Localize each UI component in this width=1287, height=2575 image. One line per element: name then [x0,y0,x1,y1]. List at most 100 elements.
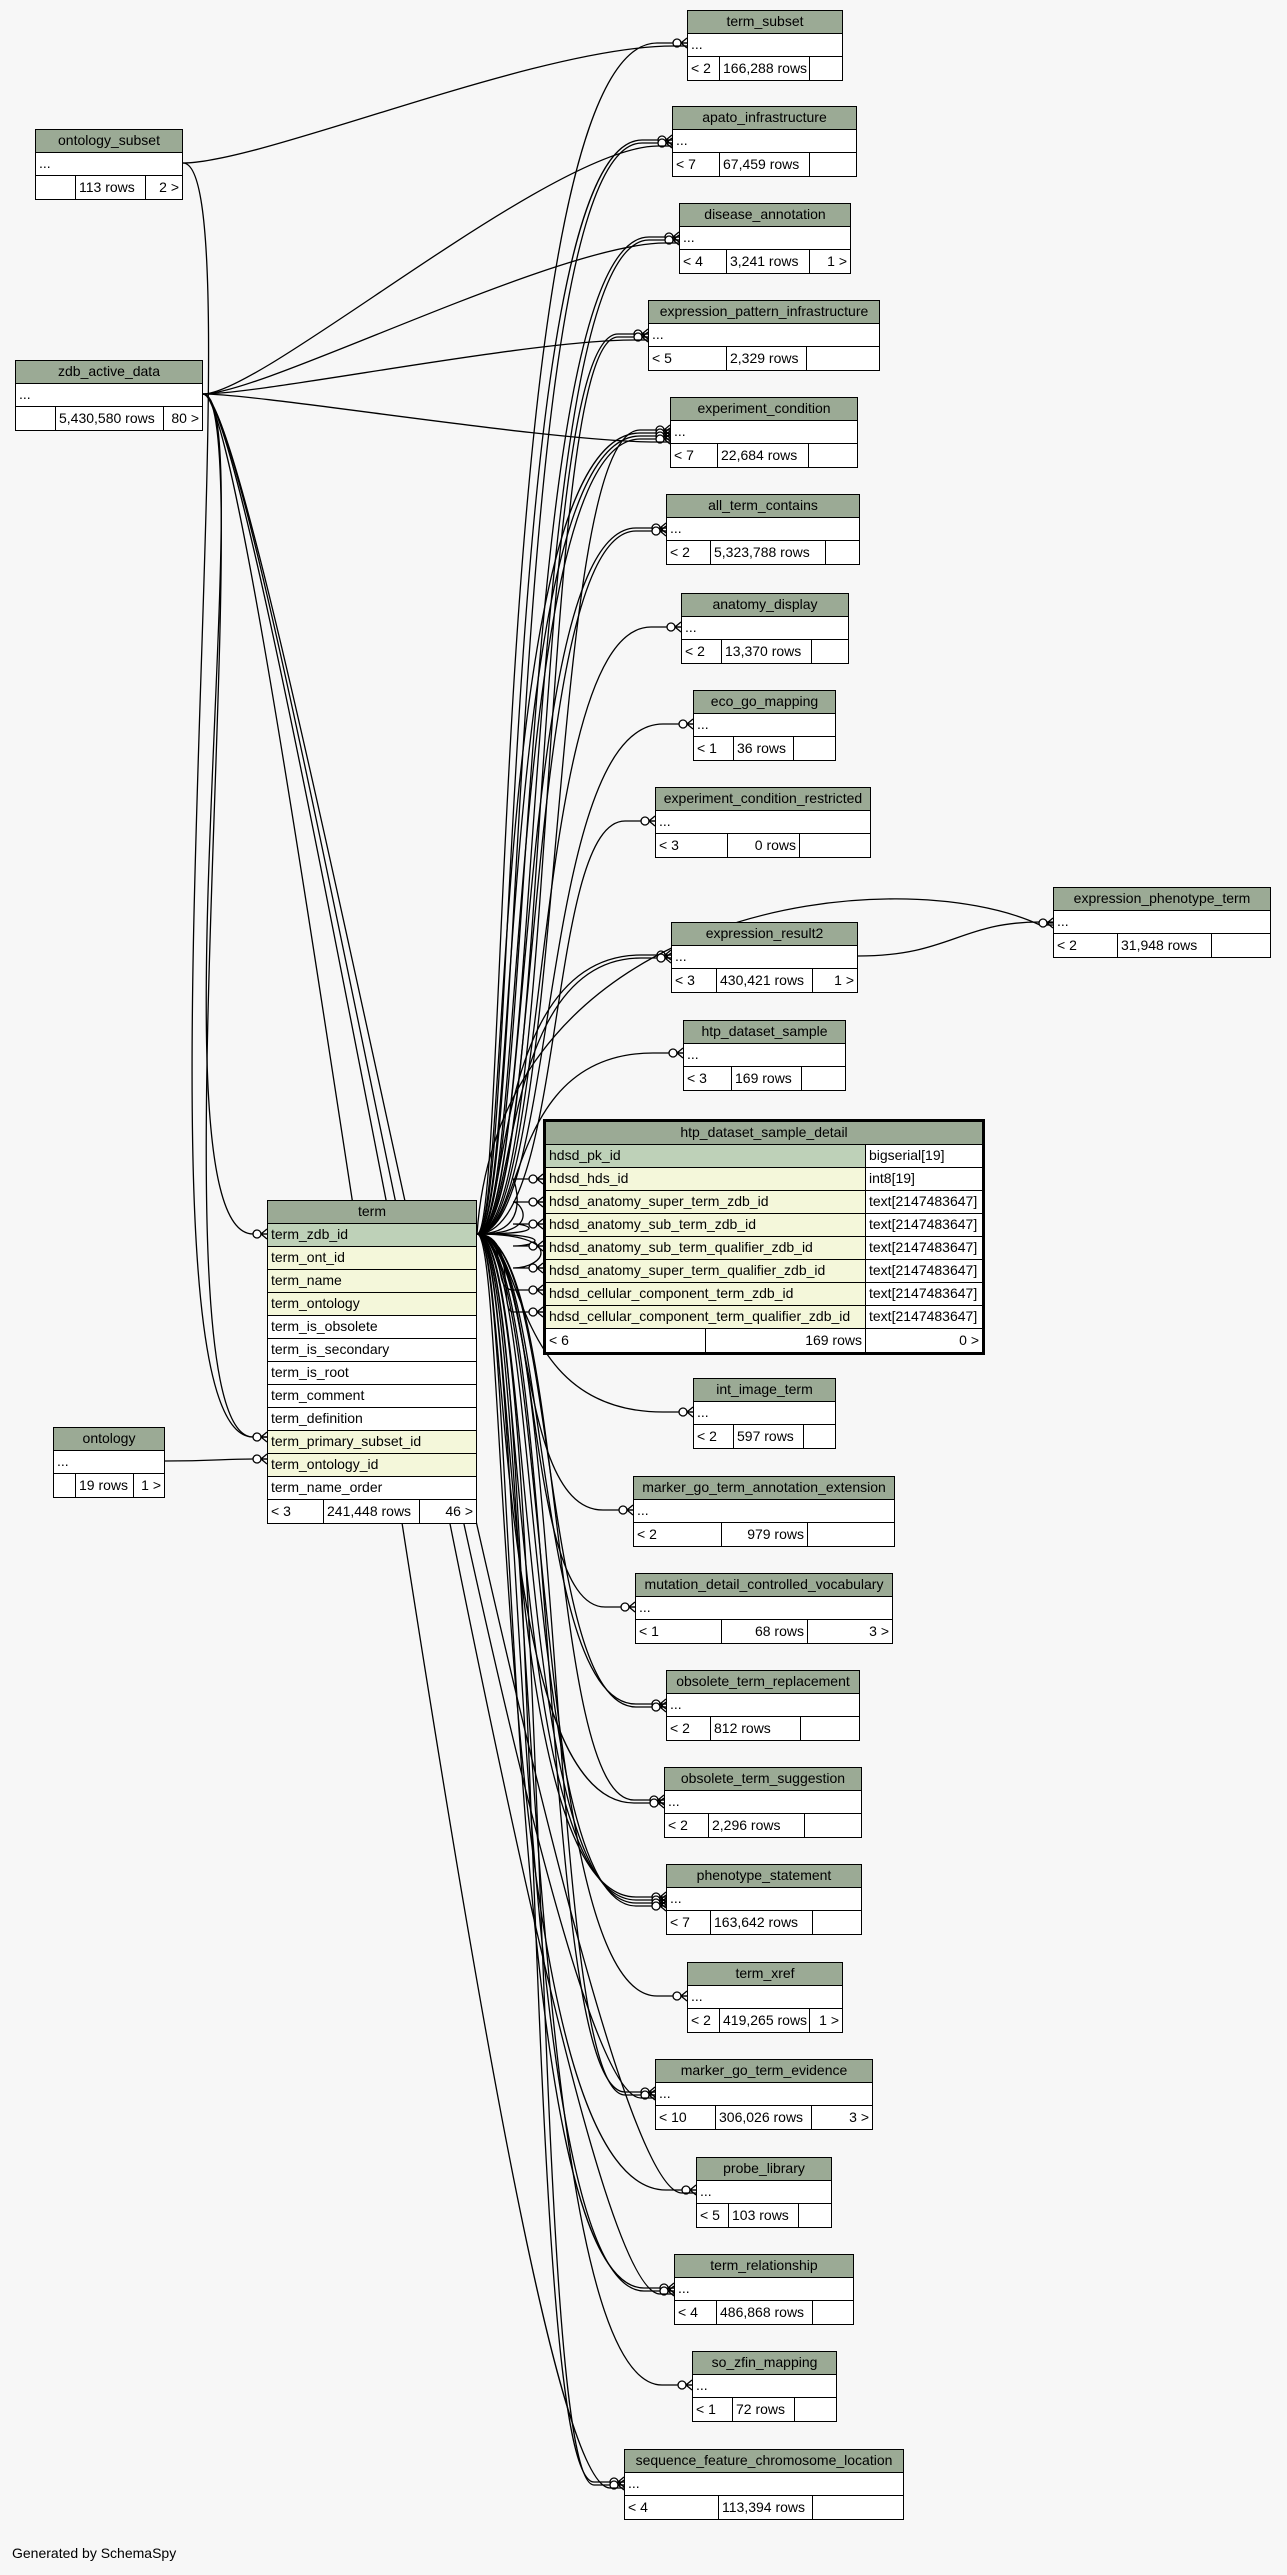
table-marker-go-term-annotation-extension[interactable]: marker_go_term_annotation_extension ... … [633,1476,895,1547]
edge-zdb-2 [202,339,648,395]
collapsed-columns: ... [656,811,870,834]
edge-term-1 [476,139,672,1235]
collapsed-columns: ... [634,1500,894,1523]
edge-marker-3 [664,232,674,242]
column-term-primary-subset-id: term_primary_subset_id [268,1431,476,1454]
table-term[interactable]: term term_zdb_id term_ont_id term_name t… [267,1200,477,1524]
edge-marker-12 [651,526,661,536]
table-header: term_subset [688,11,842,34]
column-term-name: term_name [268,1270,476,1293]
table-header: htp_dataset_sample [684,1021,845,1044]
edge-marker-17 [656,953,666,963]
table-sequence-feature-chromosome-location[interactable]: sequence_feature_chromosome_location ...… [624,2449,904,2520]
edge-term-21 [476,1223,543,1235]
table-expression-pattern-infrastructure[interactable]: expression_pattern_infrastructure ... < … [648,300,880,371]
edge-marker-expression-phenotype [1038,918,1048,928]
edge-marker-28 [620,1602,630,1612]
edge-term-0 [476,42,687,1235]
edge-marker-42 [659,2286,669,2296]
edge-zdb-5 [202,393,267,1438]
edge-marker-39 [640,2090,650,2100]
collapsed-columns: ... [673,130,856,153]
edge-term-10 [476,438,670,1235]
edge-term-45 [476,1233,624,2486]
edge-marker-41 [659,2283,669,2293]
column-term-is-secondary: term_is_secondary [268,1339,476,1362]
table-header: term_relationship [675,2255,853,2278]
edge-marker-34 [651,1895,661,1905]
edge-marker-29 [651,1699,661,1709]
edge-marker-15 [640,816,650,826]
column-term-ontology-id: term_ontology_id [268,1454,476,1477]
edge-term-40 [476,1233,696,2191]
column-term-zdb-id: term_zdb_id [268,1224,476,1247]
edge-term-3 [476,236,679,1235]
table-header: expression_pattern_infrastructure [649,301,879,324]
edge-term-38 [476,1233,655,2093]
table-header: ontology_subset [36,130,182,153]
edge-marker-2 [657,138,667,148]
column-term-is-obsolete: term_is_obsolete [268,1316,476,1339]
collapsed-columns: ... [667,518,859,541]
edge-marker-20 [528,1197,538,1207]
edge-term-6 [476,336,648,1235]
collapsed-columns: ... [694,714,835,737]
edge-marker-8 [655,428,665,438]
edge-marker-13 [666,622,676,632]
edge-marker-37 [672,1991,682,2001]
collapsed-columns: ... [667,1694,859,1717]
edge-term-9 [476,435,670,1235]
edge-marker-23 [528,1263,538,1273]
collapsed-columns: ... [672,946,857,969]
edge-marker-32 [649,1798,659,1808]
table-header: expression_phenotype_term [1054,888,1270,911]
edge-marker-1 [657,135,667,145]
collapsed-columns: ... [16,384,202,407]
table-mutation-detail-controlled-vocabulary[interactable]: mutation_detail_controlled_vocabulary ..… [635,1573,893,1644]
edge-term-41 [476,1233,674,2289]
edge-marker-24 [528,1285,538,1295]
generated-by-label: Generated by SchemaSpy [12,2545,177,2561]
table-header: disease_annotation [680,204,850,227]
table-header: ontology [54,1428,164,1451]
edge-term-43 [476,1233,692,2386]
collapsed-columns: ... [665,1791,861,1814]
edge-term-23 [476,1233,543,1269]
